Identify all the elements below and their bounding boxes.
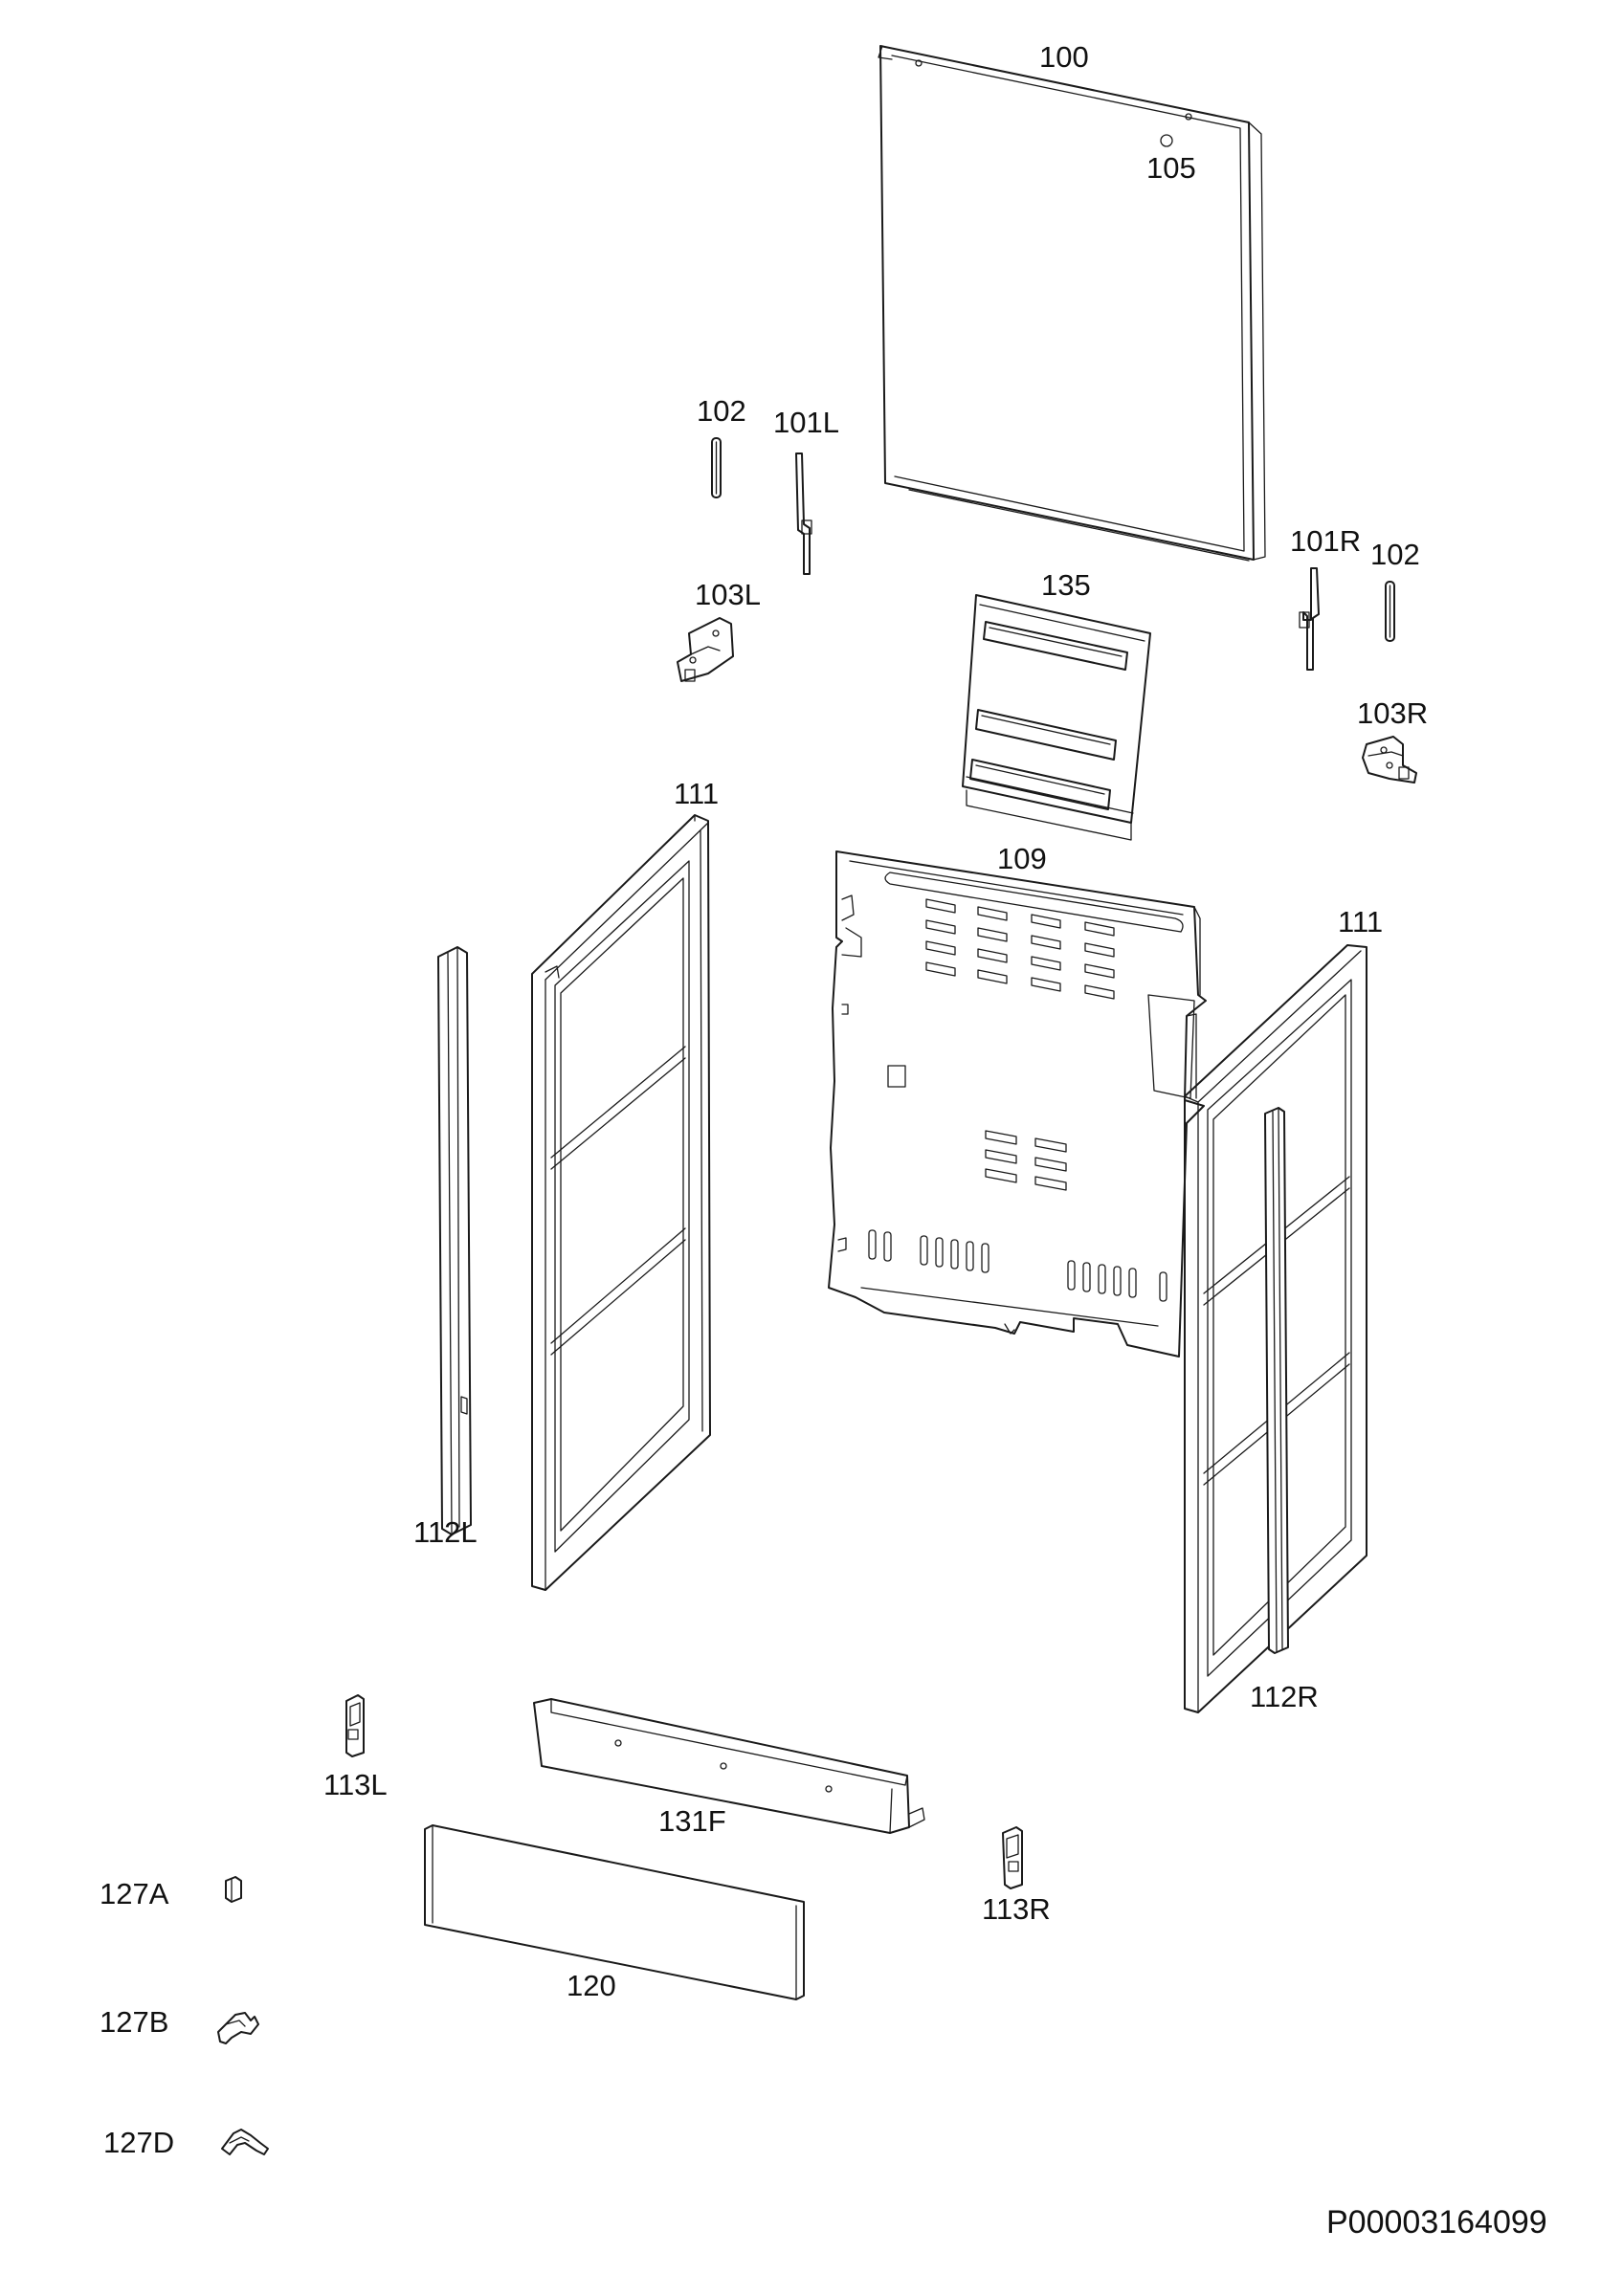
part-131F-front-rail	[533, 1698, 925, 1834]
part-135-louvered-panel	[962, 594, 1151, 841]
label-111-right: 111	[1338, 905, 1383, 938]
label-111-left: 111	[674, 777, 719, 810]
back-panel-middle-louvres	[985, 1130, 1067, 1191]
part-100-top-panel	[878, 45, 1266, 562]
part-103R-bracket	[1362, 736, 1417, 784]
label-101R: 101R	[1290, 524, 1361, 558]
part-113R-bracket	[1002, 1826, 1023, 1889]
part-103L-bracket	[677, 617, 734, 682]
label-103L: 103L	[695, 578, 761, 611]
back-panel-upper-louvres	[925, 898, 1115, 1000]
part-102-left-rod	[711, 437, 722, 498]
part-127D-clip	[221, 2129, 269, 2155]
label-127B: 127B	[100, 2005, 168, 2039]
back-panel-lower-slots	[868, 1229, 1167, 1302]
part-112R-rail	[1264, 1107, 1289, 1654]
part-105-hole	[1160, 134, 1173, 147]
label-101L: 101L	[773, 406, 839, 439]
document-code: P00003164099	[1326, 2204, 1547, 2241]
label-127D: 127D	[103, 2126, 174, 2159]
label-135: 135	[1041, 568, 1091, 602]
label-113R: 113R	[982, 1892, 1051, 1926]
label-120: 120	[567, 1969, 616, 2002]
label-113L: 113L	[323, 1768, 388, 1801]
label-105: 105	[1146, 151, 1196, 185]
label-102-left: 102	[697, 394, 746, 428]
part-102-right-rod	[1385, 581, 1395, 642]
part-112L-rail	[437, 946, 472, 1535]
label-112L: 112L	[413, 1515, 478, 1549]
label-127A: 127A	[100, 1877, 169, 1910]
part-111-left-side-frame	[531, 814, 711, 1591]
part-127A-clip	[225, 1876, 242, 1903]
label-103R: 103R	[1357, 696, 1428, 730]
label-109: 109	[997, 842, 1047, 875]
part-101R-hinge	[1299, 567, 1320, 671]
part-127B-clip	[217, 2012, 259, 2044]
label-112R: 112R	[1250, 1680, 1319, 1713]
part-113L-bracket	[345, 1694, 365, 1757]
part-109-back-panel	[828, 850, 1207, 1358]
label-100: 100	[1039, 40, 1089, 74]
part-111-right-side-frame	[1184, 944, 1367, 1713]
part-120-plinth-panel	[424, 1824, 805, 2000]
part-101L-hinge	[795, 453, 812, 575]
label-131F: 131F	[658, 1804, 726, 1838]
label-102-right: 102	[1370, 538, 1420, 571]
